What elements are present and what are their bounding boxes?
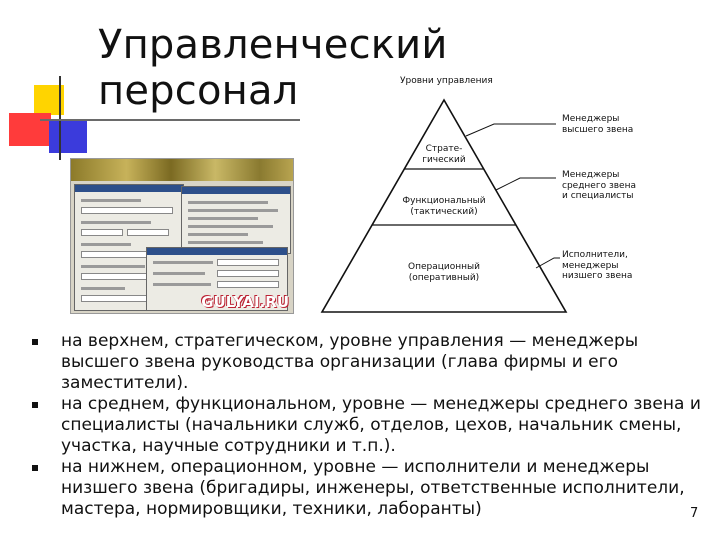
diagram-title: Уровни управления: [400, 76, 493, 87]
tier-label-functional: Функциональный (тактический): [386, 196, 502, 217]
software-screenshot: GULYAI.RU: [70, 158, 294, 314]
bullet-list: на верхнем, стратегическом, уровне управ…: [30, 331, 702, 520]
role-label-top-managers: Менеджеры высшего звена: [562, 114, 652, 135]
page-number: 7: [690, 506, 698, 521]
decorative-red-square: [9, 113, 51, 146]
screenshot-banner: [71, 159, 293, 181]
screenshot-window: [181, 186, 291, 254]
square-bullet-icon: [32, 339, 38, 345]
management-levels-diagram: Уровни управления Страте- гический Функц…: [316, 72, 650, 318]
square-bullet-icon: [32, 402, 38, 408]
tier-label-operational: Операционный (оперативный): [371, 262, 517, 283]
bullet-text: на верхнем, стратегическом, уровне управ…: [61, 331, 638, 393]
role-leader-line: [496, 178, 556, 190]
tier-label-strategic: Страте- гический: [421, 144, 467, 165]
square-bullet-icon: [32, 465, 38, 471]
decorative-blue-square: [49, 119, 87, 153]
role-leader-line: [536, 258, 560, 268]
bullet-text: на нижнем, операционном, уровне — исполн…: [61, 457, 685, 519]
role-label-middle-managers: Менеджеры среднего звена и специалисты: [562, 170, 652, 202]
bullet-text: на среднем, функциональном, уровне — мен…: [61, 394, 701, 456]
bullet-item: на верхнем, стратегическом, уровне управ…: [30, 331, 702, 394]
role-leader-line: [466, 124, 556, 136]
decorative-vertical-line: [59, 76, 61, 160]
decorative-horizontal-line: [40, 119, 300, 121]
screenshot-wordmark: GULYAI.RU: [201, 293, 289, 311]
bullet-item: на среднем, функциональном, уровне — мен…: [30, 394, 702, 457]
role-label-executors: Исполнители, менеджеры низшего звена: [562, 250, 652, 282]
bullet-item: на нижнем, операционном, уровне — исполн…: [30, 457, 702, 520]
